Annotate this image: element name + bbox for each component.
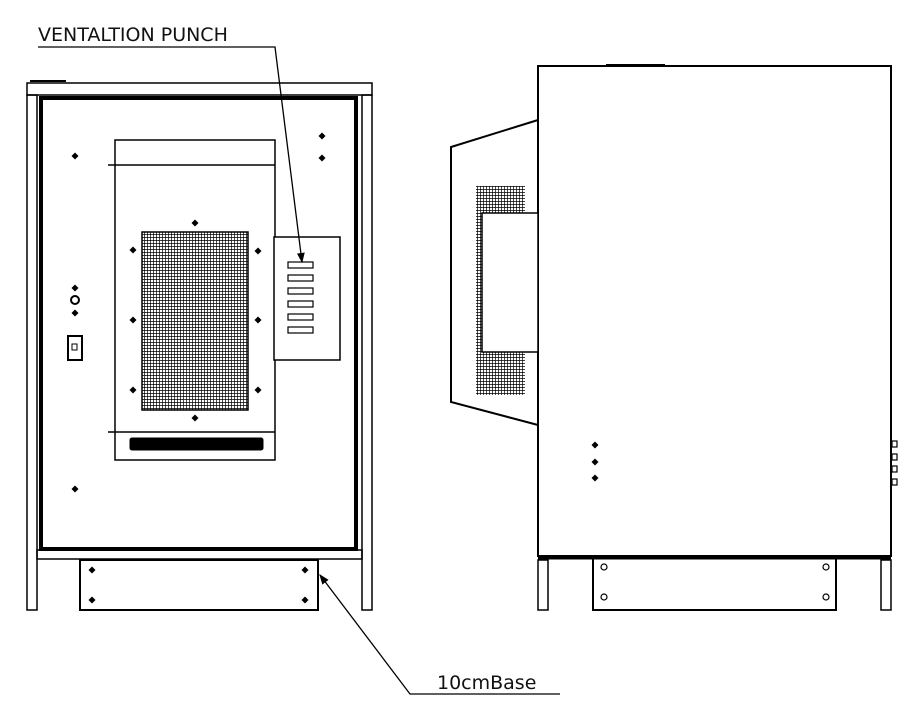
vent-punch-box [273, 236, 341, 361]
door-profile [450, 119, 539, 426]
side-right-leg [880, 559, 892, 611]
top-frame-bar [26, 82, 373, 96]
front-base-plate [79, 559, 319, 611]
side-base-screws [600, 563, 830, 601]
base-annotation: 10cmBase [319, 573, 560, 695]
vent-annotation: VENTALTION PUNCH [38, 24, 305, 264]
side-screws [591, 441, 599, 482]
front-panel [39, 96, 358, 551]
vent-punch-label: VENTALTION PUNCH [38, 24, 228, 46]
right-post [361, 94, 373, 611]
left-post [26, 94, 38, 611]
switch [67, 335, 83, 361]
bottom-bar [36, 549, 363, 560]
louver-slot [129, 437, 264, 451]
side-left-leg [537, 559, 549, 611]
side-base-plate [592, 557, 837, 611]
base-screws [88, 566, 309, 604]
vent-punch-slots [287, 261, 314, 334]
side-view [450, 64, 898, 611]
ventilation-grille [141, 231, 249, 411]
side-body [537, 65, 892, 557]
side-vent-box [481, 212, 539, 353]
front-view [26, 80, 373, 611]
base-label: 10cmBase [437, 672, 536, 694]
lock-icon [70, 295, 80, 305]
side-connectors [891, 440, 898, 486]
